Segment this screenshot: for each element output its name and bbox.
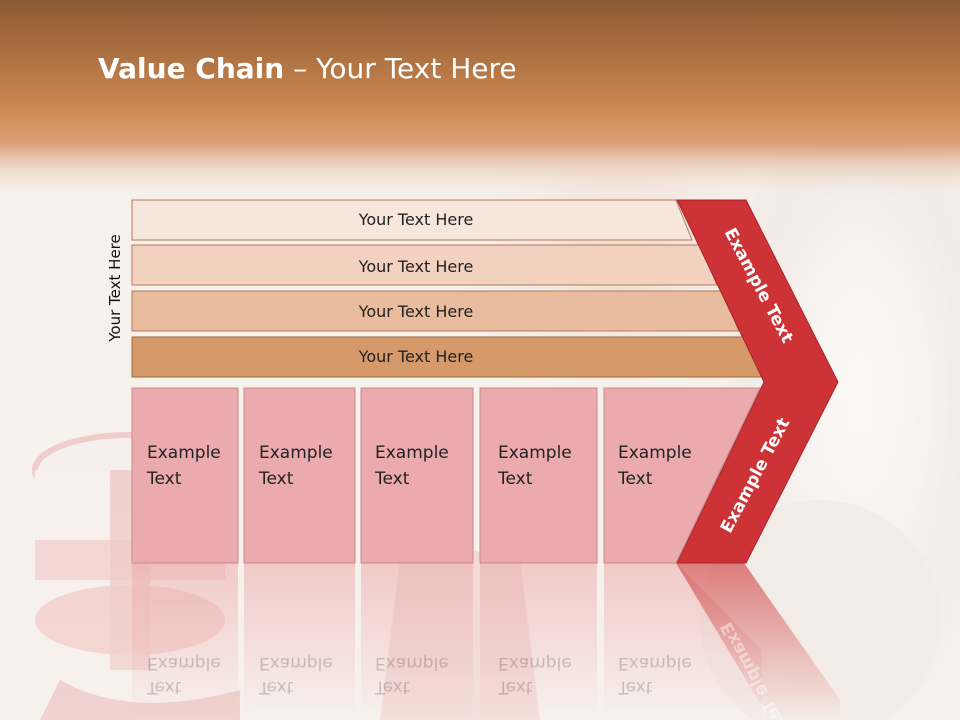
- svg-text:Text: Text: [617, 677, 653, 697]
- activity-box-line1: Example: [498, 443, 572, 463]
- chain-row-label: Your Text Here: [358, 257, 474, 276]
- activity-box-line1: Example: [375, 443, 449, 463]
- svg-text:Text: Text: [374, 677, 410, 697]
- chain-rows: Your Text Here Your Text Here Your Text …: [131, 199, 764, 378]
- svg-text:Example: Example: [259, 653, 333, 673]
- chain-row-label: Your Text Here: [358, 302, 474, 321]
- activity-box-line2: Text: [374, 469, 410, 489]
- chain-row-label: Your Text Here: [358, 210, 474, 229]
- activity-box[interactable]: Example Text: [603, 387, 761, 564]
- activity-boxes: Example Text Example Text Example Text E…: [131, 387, 761, 564]
- activity-box-line2: Text: [258, 469, 294, 489]
- svg-text:Example: Example: [618, 653, 692, 673]
- activity-box-line1: Example: [147, 443, 221, 463]
- svg-text:Example: Example: [147, 653, 221, 673]
- value-chain-chevron[interactable]: Example Text Example Text: [676, 199, 839, 564]
- activity-box[interactable]: Example Text: [360, 387, 474, 564]
- activity-box[interactable]: Example Text: [479, 387, 598, 564]
- svg-text:Example: Example: [375, 653, 449, 673]
- svg-text:Text: Text: [146, 677, 182, 697]
- activity-box-line2: Text: [146, 469, 182, 489]
- header-band: [0, 0, 960, 200]
- svg-text:Example: Example: [498, 653, 572, 673]
- diagram-reflection: Example Example Example Example Example …: [132, 563, 840, 720]
- chain-row[interactable]: Your Text Here: [131, 244, 718, 286]
- chain-row-label: Your Text Here: [358, 347, 474, 366]
- activity-box-line1: Example: [618, 443, 692, 463]
- activity-box-line2: Text: [497, 469, 533, 489]
- chain-row[interactable]: Your Text Here: [131, 290, 740, 332]
- title-bold: Value Chain: [98, 52, 285, 85]
- svg-text:Text: Text: [497, 677, 533, 697]
- activity-box[interactable]: Example Text: [131, 387, 239, 564]
- chain-row[interactable]: Your Text Here: [131, 336, 764, 378]
- svg-text:Text: Text: [258, 677, 294, 697]
- slide-title: Value Chain – Your Text Here: [98, 52, 517, 85]
- activity-box-line2: Text: [617, 469, 653, 489]
- activity-box[interactable]: Example Text: [243, 387, 356, 564]
- title-rest: – Your Text Here: [284, 52, 517, 85]
- chain-row[interactable]: Your Text Here: [131, 199, 693, 241]
- activity-box-line1: Example: [259, 443, 333, 463]
